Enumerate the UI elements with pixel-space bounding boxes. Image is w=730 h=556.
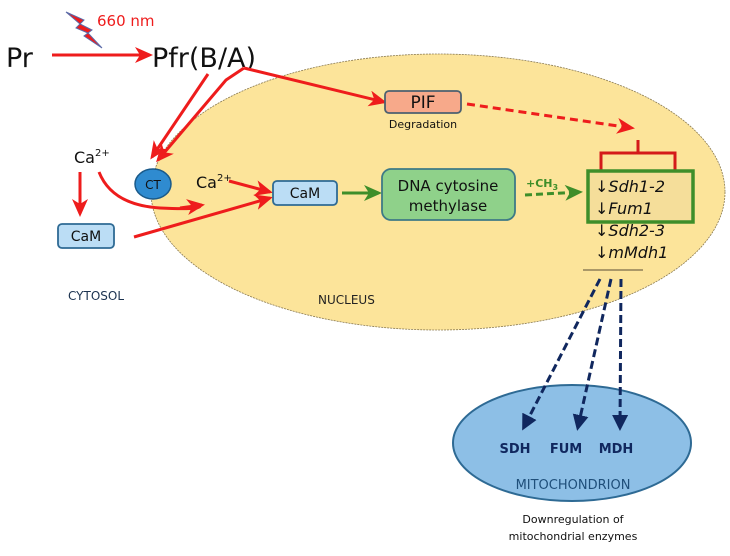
gene-name: Sdh1-2 xyxy=(608,177,665,196)
inhibition-bracket xyxy=(599,140,677,170)
nuclear-cam-label: CaM xyxy=(290,186,320,202)
methylation-arrow xyxy=(524,184,583,201)
gene-to-mdh-arrow xyxy=(612,278,629,431)
light-wavelength-label: 660 nm xyxy=(97,12,155,30)
pif-degradation-label: Degradation xyxy=(389,118,457,131)
pfr-to-ct-arrow-2 xyxy=(156,66,245,163)
nucleus-label: NUCLEUS xyxy=(318,293,375,307)
caption-line1: Downregulation of xyxy=(522,513,624,526)
pif-label: PIF xyxy=(410,93,435,113)
enzyme-sdh-label: SDH xyxy=(499,442,530,457)
gene-name: Fum1 xyxy=(608,199,652,218)
gene-name: mMdh1 xyxy=(608,243,668,262)
caption-line2: mitochondrial enzymes xyxy=(509,530,638,543)
gene-name: Sdh2-3 xyxy=(608,221,665,240)
calcium-transporter xyxy=(134,168,172,200)
methylase-box xyxy=(381,168,516,221)
methylated-genes-box xyxy=(586,169,695,224)
pfr-to-pif-arrow xyxy=(243,66,387,107)
pfr-label: Pfr(B/A) xyxy=(152,43,256,74)
enzyme-fum-label: FUM xyxy=(550,442,582,457)
transporter-label: CT xyxy=(145,178,161,192)
cytosol-cam-to-nuclear-cam-arrow xyxy=(133,194,273,239)
down-arrow-icon: ↓ xyxy=(595,221,608,240)
calcium-into-nucleus-arrowhead xyxy=(179,199,205,215)
pif-box xyxy=(384,90,462,114)
gene-list: ↓Sdh1-2↓Fum1↓Sdh2-3↓mMdh1 xyxy=(595,177,668,262)
gene-item: ↓Sdh1-2 xyxy=(595,177,665,196)
methylase-label-line2: methylase xyxy=(409,197,488,215)
pr-label: Pr xyxy=(6,43,34,74)
cytosol-calcium-label: Ca2+ xyxy=(74,148,110,167)
methylase-label-line1: DNA cytosine xyxy=(398,177,499,195)
cytosol-cam-box xyxy=(57,223,115,249)
down-arrow-icon: ↓ xyxy=(595,199,608,218)
lightning-bolt-icon xyxy=(65,11,103,49)
gene-to-fum-arrow xyxy=(572,278,613,431)
gene-to-sdh-arrow xyxy=(522,278,602,431)
nuclear-calcium-to-cam-arrow xyxy=(228,179,273,196)
gene-item: ↓Fum1 xyxy=(595,199,653,218)
enzyme-mdh-label: MDH xyxy=(599,442,634,457)
mitochondrion-label: MITOCHONDRION xyxy=(516,478,631,493)
nuclear-cam-box xyxy=(272,180,338,206)
methylation-label: +CH3 xyxy=(526,177,558,192)
mitochondrion-ellipse xyxy=(452,384,692,502)
pif-repression-arrow xyxy=(466,102,635,134)
cytosol-cam-label: CaM xyxy=(71,229,101,245)
down-arrow-icon: ↓ xyxy=(595,177,608,196)
nuclear-calcium-label: Ca2+ xyxy=(196,173,232,192)
down-arrow-icon: ↓ xyxy=(595,243,608,262)
cytosol-label: CYTOSOL xyxy=(68,289,124,303)
gene-item: ↓mMdh1 xyxy=(595,243,668,262)
pfr-to-ct-arrow-1 xyxy=(150,73,210,160)
gene-item: ↓Sdh2-3 xyxy=(595,221,665,240)
